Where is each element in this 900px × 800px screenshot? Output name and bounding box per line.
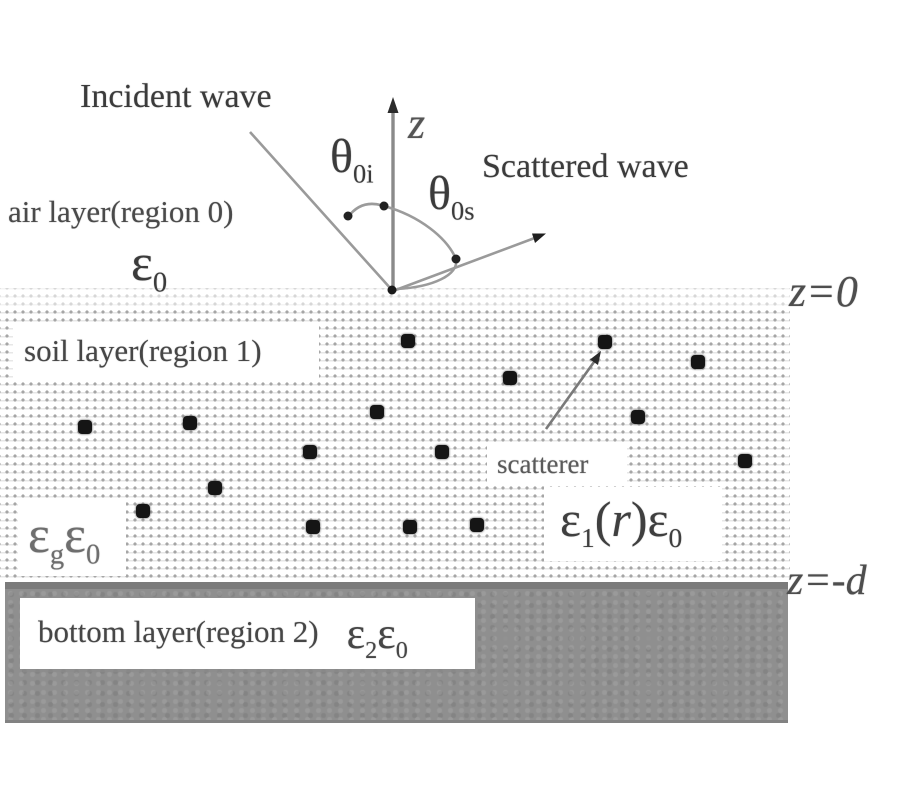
scatterer-dot: [303, 445, 317, 459]
host-permittivity-box: [18, 502, 126, 576]
incident-wave-ray: [249, 131, 392, 290]
scatterer-dot: [738, 454, 752, 468]
host-permittivity-label: εgε0: [28, 507, 101, 571]
scatterer-dot: [370, 405, 384, 419]
scatterer-dot: [183, 416, 197, 430]
scatterer-pointer-line: [544, 354, 601, 430]
bottom-permittivity-label: ε2ε0: [346, 609, 408, 664]
origin-junction-icon: [387, 285, 397, 295]
scatterer-pointer-arrowhead-icon: [590, 351, 601, 365]
scatterer-dot: [435, 445, 449, 459]
soil-top-fade-band: [0, 288, 790, 307]
scatterer-dot: [470, 518, 484, 532]
inclusion-permittivity-box: [544, 487, 722, 561]
scatterer-dot: [503, 371, 517, 385]
bottom-layer-label: bottom layer(region 2)ε2ε0: [38, 609, 408, 664]
inclusion-permittivity-label: ε1(r)ε0: [560, 491, 683, 553]
bottom-label-box: [20, 598, 475, 669]
scatterer-dot: [598, 335, 612, 349]
scatterer-dot: [691, 355, 705, 369]
soil-label-box: [13, 323, 319, 381]
scatterer-dot: [401, 334, 415, 348]
scatterer-label-box: [487, 444, 627, 482]
z-axis-label: z: [408, 99, 426, 148]
scatterer-dot: [306, 520, 320, 534]
scatterer-dot: [208, 481, 222, 495]
scatterer-dot: [136, 504, 150, 518]
theta-scattered-label: θ0s: [428, 167, 475, 226]
scattered-wave-ray: [392, 234, 541, 293]
arc-tick-scattered-icon: [451, 254, 461, 264]
air-layer-label: air layer(region 0): [8, 194, 234, 229]
air-permittivity-label: ε0: [131, 235, 168, 299]
theta-incident-label: θ0i: [330, 130, 374, 189]
scattered-wave-arrowhead-icon: [532, 233, 546, 243]
boundary-zd-label: z=-d: [787, 558, 867, 604]
arc-tick-incident-icon: [343, 211, 353, 221]
scatterer-label: scatterer: [497, 449, 589, 479]
scatterer-dot: [403, 520, 417, 534]
scatterer-dot: [631, 410, 645, 424]
arc-tick-axis-icon: [379, 201, 389, 211]
z-axis-arrowhead-icon: [387, 97, 399, 113]
angle-arc: [346, 202, 458, 291]
boundary-z0-label: z=0: [789, 267, 858, 316]
scattered-wave-label: Scattered wave: [482, 148, 689, 185]
scatterer-dot: [78, 420, 92, 434]
soil-layer-label: soil layer(region 1): [24, 333, 262, 368]
incident-wave-label: Incident wave: [80, 78, 272, 115]
